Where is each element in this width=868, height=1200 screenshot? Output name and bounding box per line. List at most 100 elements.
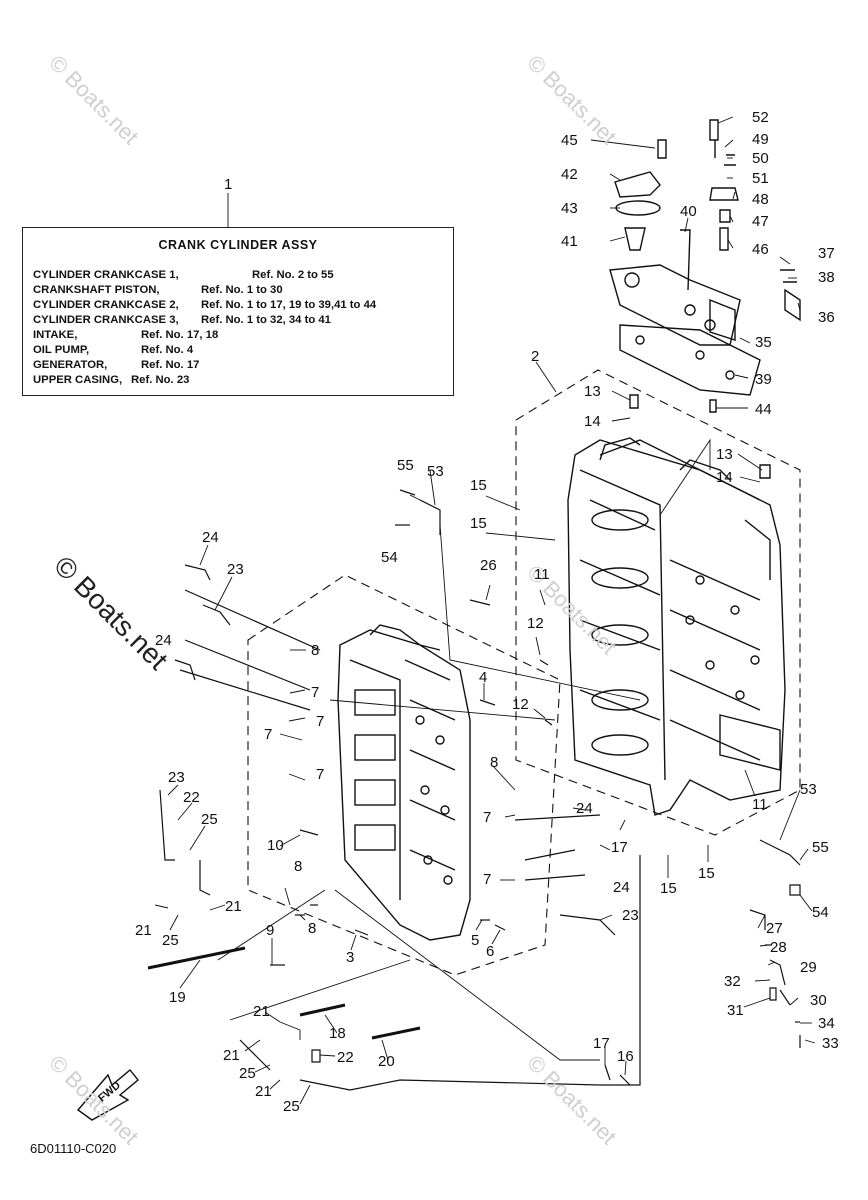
callout-number: 49 — [752, 131, 769, 148]
callout-number: 24 — [202, 529, 219, 546]
callout-number: 13 — [716, 446, 733, 463]
callout-number: 29 — [800, 959, 817, 976]
callout-number: 25 — [162, 932, 179, 949]
legend-row-name: CYLINDER CRANKCASE 3, — [33, 314, 179, 326]
callout-number: 25 — [283, 1098, 300, 1115]
legend-row-refs: Ref. No. 4 — [141, 344, 194, 356]
callout-number: 3 — [346, 949, 355, 966]
leader-lines — [154, 116, 816, 1105]
callout-number: 8 — [490, 754, 499, 771]
callout-number: 20 — [378, 1053, 395, 1070]
crankcase-1-block — [567, 437, 786, 816]
callout-number: 47 — [752, 213, 769, 230]
callout-number: 55 — [812, 839, 829, 856]
callout-number: 24 — [613, 879, 630, 896]
callout-number: 15 — [660, 880, 677, 897]
legend-row-name: CYLINDER CRANKCASE 1, — [33, 269, 179, 281]
callout-number: 53 — [427, 463, 444, 480]
callout-number: 54 — [381, 549, 398, 566]
legend-row-name: CYLINDER CRANKCASE 2, — [33, 299, 179, 311]
callout-number: 27 — [766, 920, 783, 937]
callout-number: 41 — [561, 233, 578, 250]
callout-number: 12 — [527, 615, 544, 632]
callout-number: 24 — [576, 800, 593, 817]
callout-number: 12 — [512, 696, 529, 713]
callout-number: 8 — [308, 920, 317, 937]
callout-number: 40 — [680, 203, 697, 220]
callout-number: 46 — [752, 241, 769, 258]
callout-number: 45 — [561, 132, 578, 149]
callout-number: 28 — [770, 939, 787, 956]
catalog-code: 6D01110-C020 — [30, 1141, 117, 1156]
assembly-legend: CRANK CYLINDER ASSY CYLINDER CRANKCASE 1… — [22, 227, 454, 396]
callout-number: 23 — [168, 769, 185, 786]
callout-number: 19 — [169, 989, 186, 1006]
callout-number: 18 — [329, 1025, 346, 1042]
callout-number: 13 — [584, 383, 601, 400]
callout-number: 52 — [752, 109, 769, 126]
callout-number: 24 — [155, 632, 172, 649]
legend-row-refs: Ref. No. 2 to 55 — [252, 269, 334, 281]
legend-row-refs: Ref. No. 17 — [141, 359, 200, 371]
callout-number: 8 — [311, 642, 320, 659]
callout-number: 22 — [183, 789, 200, 806]
legend-row-refs: Ref. No. 23 — [131, 374, 190, 386]
callout-number: 34 — [818, 1015, 835, 1032]
callout-number: 15 — [470, 477, 487, 494]
callout-number: 33 — [822, 1035, 839, 1052]
callout-number: 55 — [397, 457, 414, 474]
legend-row-name: INTAKE, — [33, 329, 78, 341]
callout-number: 15 — [470, 515, 487, 532]
callout-number: 43 — [561, 200, 578, 217]
callout-number: 17 — [611, 839, 628, 856]
callout-number: 21 — [255, 1083, 272, 1100]
hoses — [159, 564, 641, 1091]
callout-number: 25 — [201, 811, 218, 828]
small-parts — [147, 489, 801, 1086]
callout-assembly: 1 — [224, 176, 233, 193]
callout-number: 11 — [752, 796, 768, 813]
legend-row-name: OIL PUMP, — [33, 344, 90, 356]
callout-number: 31 — [727, 1002, 744, 1019]
legend-row-name: UPPER CASING, — [33, 374, 123, 386]
callout-number: 7 — [483, 871, 492, 888]
callout-number: 14 — [584, 413, 601, 430]
callout-number: 21 — [135, 922, 152, 939]
callout-number: 7 — [483, 809, 492, 826]
legend-row-refs: Ref. No. 17, 18 — [141, 329, 219, 341]
dashed-outline-cylinder-2 — [247, 574, 561, 976]
callout-number: 23 — [227, 561, 244, 578]
callout-number: 53 — [800, 781, 817, 798]
callout-number: 25 — [239, 1065, 256, 1082]
fwd-arrow — [76, 1069, 139, 1121]
callout-number: 7 — [316, 766, 325, 783]
callout-number: 42 — [561, 166, 578, 183]
callout-number: 14 — [716, 469, 733, 486]
callout-number: 48 — [752, 191, 769, 208]
callout-number: 21 — [225, 898, 242, 915]
callout-number: 37 — [818, 245, 835, 262]
callout-number: 11 — [534, 566, 550, 583]
callout-number: 16 — [617, 1048, 634, 1065]
callout-number: 54 — [812, 904, 829, 921]
callout-number: 32 — [724, 973, 741, 990]
callout-number: 2 — [531, 348, 540, 365]
callout-number: 9 — [266, 922, 275, 939]
callout-number: 21 — [223, 1047, 240, 1064]
callout-number: 39 — [755, 371, 772, 388]
callout-number: 6 — [486, 943, 495, 960]
callout-number: 5 — [471, 932, 480, 949]
legend-row-name: CRANKSHAFT PISTON, — [33, 284, 160, 296]
callout-number: 30 — [810, 992, 827, 1009]
callout-number: 10 — [267, 837, 284, 854]
legend-title: CRANK CYLINDER ASSY — [158, 238, 318, 252]
legend-row-refs: Ref. No. 1 to 30 — [201, 284, 283, 296]
legend-row-name: GENERATOR, — [33, 359, 108, 371]
callout-number: 15 — [698, 865, 715, 882]
legend-row-refs: Ref. No. 1 to 32, 34 to 41 — [201, 314, 331, 326]
callout-number: 23 — [622, 907, 639, 924]
callout-number: 35 — [755, 334, 772, 351]
callout-number: 22 — [337, 1049, 354, 1066]
